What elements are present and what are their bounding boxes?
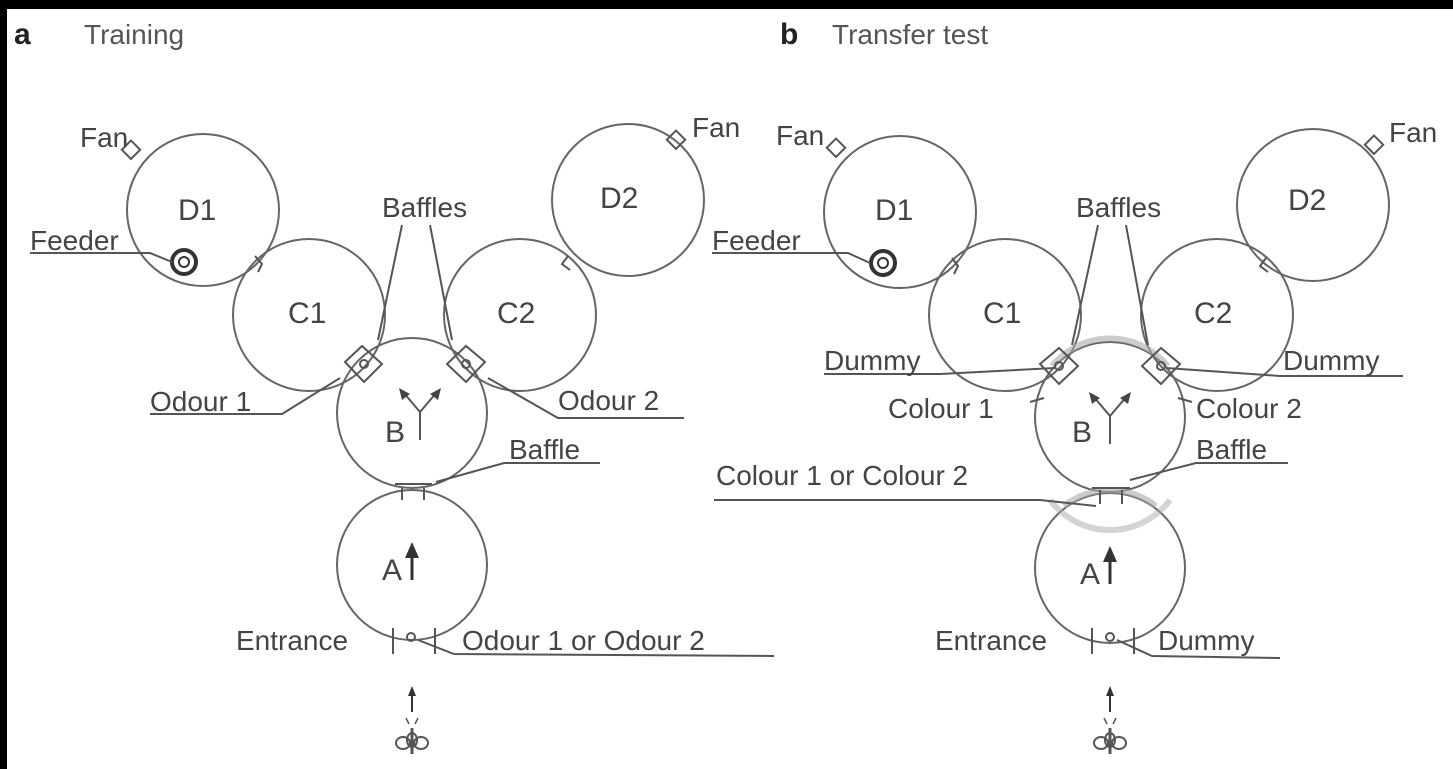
entrance-odour-port	[406, 632, 416, 642]
label-baffle: Baffle	[1196, 434, 1267, 465]
fan-left-icon	[825, 137, 847, 159]
label-c1: C1	[983, 297, 1021, 330]
label-c1: C1	[288, 297, 326, 330]
bee-icon	[1092, 716, 1128, 756]
label-colour-1: Colour 1	[888, 393, 994, 424]
label-a: A	[382, 554, 402, 587]
chamber-c2	[1140, 238, 1294, 392]
panel-b-letter: b	[780, 18, 798, 51]
chamber-c2	[443, 238, 597, 392]
label-entrance: Entrance	[935, 625, 1047, 656]
dummy-port-left	[1038, 346, 1080, 386]
label-dummy-left: Dummy	[824, 345, 920, 376]
label-baffles: Baffles	[1076, 192, 1161, 223]
feeder-icon	[170, 248, 198, 276]
fan-right-icon	[1363, 134, 1385, 156]
bee-icon	[394, 716, 430, 756]
figure-background	[7, 9, 1453, 769]
label-entrance-dummy: Dummy	[1158, 625, 1254, 656]
label-feeder: Feeder	[30, 225, 119, 256]
chamber-c1	[928, 238, 1082, 392]
label-dummy-right: Dummy	[1283, 345, 1379, 376]
label-fan-left: Fan	[776, 120, 824, 151]
fan-right-icon	[665, 129, 687, 151]
label-feeder: Feeder	[712, 225, 801, 256]
label-entrance-odour: Odour 1 or Odour 2	[462, 625, 705, 656]
label-baffle: Baffle	[509, 434, 580, 465]
panel-b-title: Transfer test	[832, 19, 988, 50]
label-colour-2: Colour 2	[1196, 393, 1302, 424]
panel-a-title: Training	[84, 19, 184, 50]
chamber-d2	[551, 123, 705, 277]
feeder-icon	[869, 249, 897, 277]
chamber-b	[336, 337, 488, 489]
label-d2: D2	[600, 182, 638, 215]
panel-a: a Training	[14, 18, 775, 756]
chamber-d2	[1236, 128, 1390, 282]
label-fan-right: Fan	[692, 112, 740, 143]
label-c2: C2	[497, 297, 535, 330]
chamber-c1	[232, 238, 386, 392]
label-b: B	[1072, 416, 1092, 449]
label-odour-2: Odour 2	[558, 385, 659, 416]
label-colour-choice: Colour 1 or Colour 2	[716, 460, 968, 491]
label-fan-left: Fan	[80, 122, 128, 153]
label-entrance: Entrance	[236, 625, 348, 656]
label-a: A	[1080, 558, 1100, 591]
label-d1: D1	[178, 194, 216, 227]
panel-b: b Transfer test	[712, 18, 1437, 756]
label-odour-1: Odour 1	[150, 386, 251, 417]
fan-left-icon	[120, 139, 142, 161]
odour-port-1	[343, 344, 384, 384]
chamber-d1	[823, 135, 977, 289]
panel-a-letter: a	[14, 18, 31, 51]
colour-arc-bottom	[1062, 487, 1158, 509]
label-d1: D1	[875, 194, 913, 227]
label-fan-right: Fan	[1389, 117, 1437, 148]
label-d2: D2	[1288, 184, 1326, 217]
dummy-port-right	[1140, 346, 1182, 386]
entrance-dummy-port	[1105, 632, 1115, 642]
odour-port-2	[445, 344, 487, 384]
label-b: B	[385, 416, 405, 449]
chamber-d1	[126, 133, 280, 287]
label-baffles: Baffles	[382, 192, 467, 223]
label-c2: C2	[1194, 297, 1232, 330]
